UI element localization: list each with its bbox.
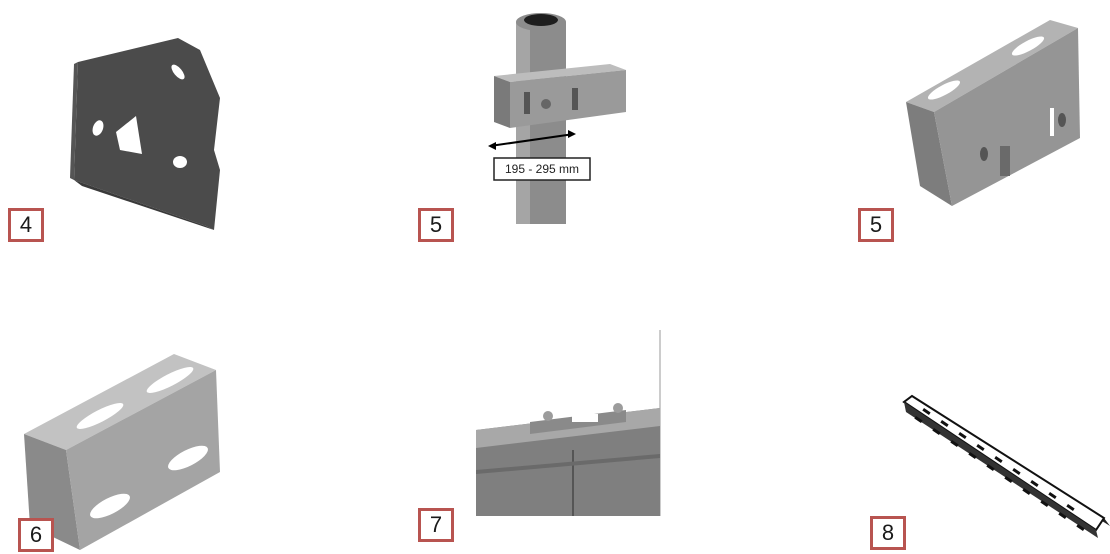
- part-angle-bracket: [20, 350, 240, 550]
- rail-connector-icon: [476, 330, 662, 516]
- perforated-rail-icon: [902, 394, 1110, 538]
- pole-clamp-icon: [488, 13, 626, 224]
- part-pole-clamp: 195 - 295 mm: [480, 8, 640, 228]
- part-plate-bracket: [60, 30, 240, 230]
- part-number-badge: 7: [418, 508, 454, 542]
- part-number-badge: 4: [8, 208, 44, 242]
- plate-bracket-icon: [70, 38, 220, 230]
- angle-bracket-icon: [24, 354, 220, 550]
- part-number-badge: 5: [858, 208, 894, 242]
- angle-bracket-slotted-icon: [906, 20, 1080, 206]
- part-number-badge: 8: [870, 516, 906, 550]
- part-number-badge: 6: [18, 518, 54, 552]
- part-number-badge: 5: [418, 208, 454, 242]
- part-perforated-rail: [900, 390, 1110, 550]
- part-rail-connector: [476, 330, 666, 520]
- dimension-label: 195 - 295 mm: [504, 162, 580, 176]
- part-angle-bracket-slotted: [900, 16, 1100, 206]
